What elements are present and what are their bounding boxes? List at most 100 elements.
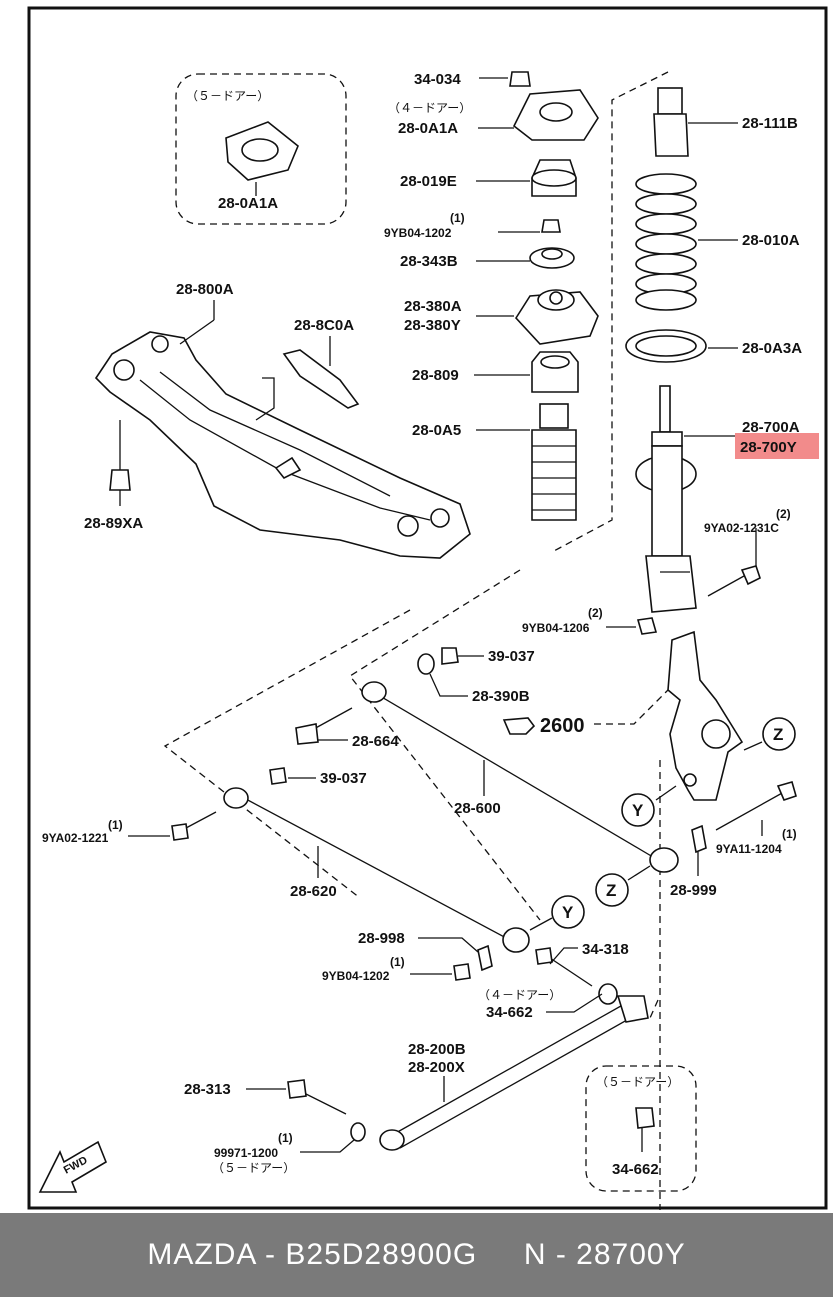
label-qty-2-b: (2) bbox=[588, 606, 603, 620]
label-5door-c: （５－ドアー） bbox=[596, 1075, 679, 1089]
label-9YB04-1202-top: 9YB04-1202 bbox=[384, 226, 452, 240]
plate-28-998 bbox=[477, 944, 493, 972]
label-28-620: 28-620 bbox=[290, 883, 337, 900]
label-9YB04-1206: 9YB04-1206 bbox=[522, 621, 590, 635]
bound-stopper-28-809 bbox=[531, 351, 579, 393]
bolt-28-313 bbox=[287, 1079, 347, 1115]
mark-y-upper: Y bbox=[632, 801, 644, 820]
label-28-200X: 28-200X bbox=[408, 1059, 465, 1076]
trailing-link-dash bbox=[649, 999, 659, 1019]
crossmember-link-dash-b bbox=[163, 609, 411, 899]
crossmember-link-dash-a bbox=[349, 569, 541, 921]
washer-99971-1200 bbox=[350, 1122, 366, 1142]
callout-box-5door-bottom bbox=[585, 1065, 697, 1192]
exploded-parts-diagram: 34-034 （４－ドアー） 28-0A1A （５－ドアー） 28-0A1A 2… bbox=[27, 6, 828, 1210]
crossmember-28-800A bbox=[94, 331, 471, 559]
label-qty-1-a: (1) bbox=[450, 211, 465, 225]
nut-9YB04-1206 bbox=[636, 617, 658, 635]
label-9YB04-1202-b: 9YB04-1202 bbox=[322, 969, 390, 983]
label-28-600: 28-600 bbox=[454, 800, 501, 817]
label-28-89XA: 28-89XA bbox=[84, 515, 143, 532]
label-28-999: 28-999 bbox=[670, 882, 717, 899]
trailing-link-28-200 bbox=[379, 995, 649, 1151]
bearing-28-343B bbox=[529, 247, 575, 269]
knuckle-2600 bbox=[667, 630, 744, 801]
reference-mark-y-lower bbox=[551, 895, 585, 929]
mark-y-lower: Y bbox=[562, 903, 574, 922]
label-5door-top: （５－ドアー） bbox=[186, 89, 269, 103]
nut-9YB04-1202 bbox=[541, 219, 561, 233]
rubber-seat-28-019E bbox=[531, 159, 577, 197]
label-4door-bottom: （４－ドアー） bbox=[478, 988, 561, 1002]
nut-39-037-a bbox=[441, 647, 459, 665]
label-28-343B: 28-343B bbox=[400, 253, 458, 270]
label-5door-b: （５－ドアー） bbox=[212, 1161, 295, 1175]
label-28-809: 28-809 bbox=[412, 367, 459, 384]
label-28-380A: 28-380A bbox=[404, 298, 462, 315]
pipe-stay bbox=[255, 377, 275, 421]
label-28-390B: 28-390B bbox=[472, 688, 530, 705]
reference-mark-z-upper bbox=[762, 717, 796, 751]
label-28-8C0A: 28-8C0A bbox=[294, 317, 354, 334]
label-28-0A5: 28-0A5 bbox=[412, 422, 461, 439]
spring-seat-28-0A3A bbox=[625, 329, 707, 363]
label-28-800A: 28-800A bbox=[176, 281, 234, 298]
bushing-34-662-5door bbox=[635, 1107, 655, 1129]
dust-boot-28-0A5 bbox=[531, 403, 577, 521]
label-qty-1-c: (1) bbox=[782, 827, 797, 841]
label-2600: 2600 bbox=[540, 715, 585, 737]
label-28-200B: 28-200B bbox=[408, 1041, 466, 1058]
label-39-037-a: 39-037 bbox=[488, 648, 535, 665]
label-9YA02-1221: 9YA02-1221 bbox=[42, 831, 109, 845]
label-39-037-b: 39-037 bbox=[320, 770, 367, 787]
label-28-0A1A-left: 28-0A1A bbox=[218, 195, 278, 212]
nut-34-034 bbox=[509, 71, 531, 87]
upper-mount-plate bbox=[512, 89, 599, 141]
callout-box-5door-top bbox=[175, 73, 347, 225]
coil-spring-28-010A bbox=[635, 173, 697, 311]
label-28-111B: 28-111B bbox=[742, 115, 798, 132]
reference-mark-z-lower bbox=[595, 873, 629, 907]
mount-plate-5door bbox=[225, 121, 299, 181]
label-28-010A: 28-010A bbox=[742, 232, 800, 249]
label-28-0A1A-top: 28-0A1A bbox=[398, 120, 458, 137]
shock-absorber-28-700 bbox=[635, 385, 697, 613]
mark-z-upper: Z bbox=[773, 725, 783, 744]
bump-stop-28-111B bbox=[653, 87, 689, 157]
footer-bar: MAZDA - B25D28900G N - 28700Y bbox=[0, 1213, 833, 1297]
label-9YA11-1204: 9YA11-1204 bbox=[716, 842, 782, 856]
label-qty-1-b: (1) bbox=[108, 818, 123, 832]
label-28-313: 28-313 bbox=[184, 1081, 231, 1098]
label-28-700A: 28-700A bbox=[742, 419, 800, 436]
knuckle-callout-dash bbox=[594, 689, 669, 725]
bolt-9YA11-1204 bbox=[715, 781, 797, 831]
label-28-664: 28-664 bbox=[352, 733, 399, 750]
bolt-9YA02-1221 bbox=[171, 811, 217, 841]
label-34-662-a: 34-662 bbox=[486, 1004, 533, 1021]
label-34-662-b: 34-662 bbox=[612, 1161, 659, 1178]
label-28-0A3A: 28-0A3A bbox=[742, 340, 802, 357]
diagram-frame bbox=[27, 6, 828, 1210]
label-28-998: 28-998 bbox=[358, 930, 405, 947]
bracket-28-8C0A bbox=[282, 349, 360, 409]
label-99971-1200: 99971-1200 bbox=[214, 1146, 278, 1160]
nut-39-037-b bbox=[269, 767, 287, 785]
bolt-28-664 bbox=[295, 707, 353, 745]
plate-28-999 bbox=[691, 824, 707, 854]
label-4door-top: （４－ドアー） bbox=[388, 101, 471, 115]
label-34-034: 34-034 bbox=[414, 71, 461, 88]
bushing-34-662 bbox=[598, 983, 618, 1005]
label-qty-2-a: (2) bbox=[776, 507, 791, 521]
strut-assembly-bracket bbox=[551, 71, 669, 553]
bolt-9YA02-1231C bbox=[707, 565, 761, 597]
highlight-28-700Y bbox=[735, 433, 819, 459]
label-34-318: 34-318 bbox=[582, 941, 629, 958]
lateral-link-28-620 bbox=[223, 787, 530, 953]
label-qty-1-d: (1) bbox=[390, 955, 405, 969]
strut-mount-28-380A bbox=[514, 289, 599, 345]
nut-9YB04-1202-b bbox=[453, 963, 471, 981]
label-qty-1-e: (1) bbox=[278, 1131, 293, 1145]
bolt-28-89XA bbox=[109, 420, 131, 491]
fwd-arrow-icon bbox=[38, 1140, 107, 1193]
reference-mark-y-upper bbox=[621, 793, 655, 827]
